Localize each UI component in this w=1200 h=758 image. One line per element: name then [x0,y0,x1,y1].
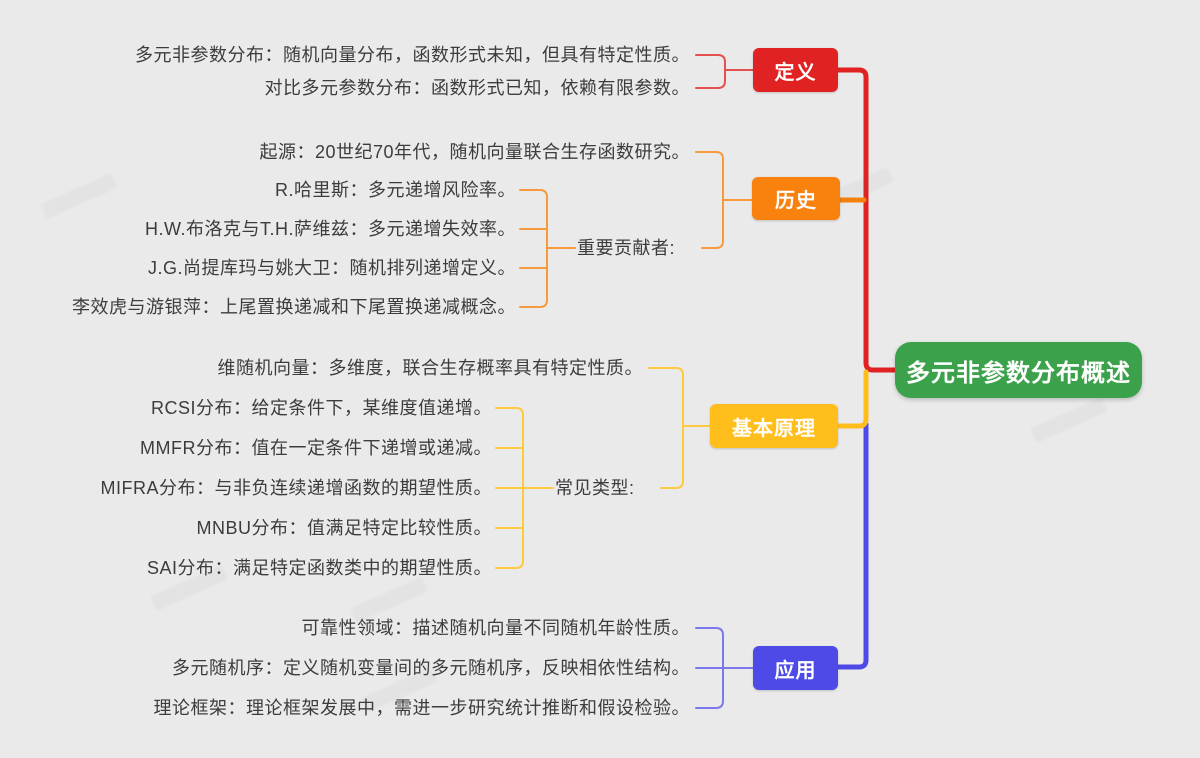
watermark [40,172,118,220]
leaf-contributor-3[interactable]: J.G.尚提库玛与姚大卫：随机排列递增定义。 [147,258,516,278]
leaf-type-mmfr[interactable]: MMFR分布：值在一定条件下递增或递减。 [140,438,492,458]
leaf-application-1[interactable]: 可靠性领域：描述随机向量不同随机年龄性质。 [301,618,690,638]
subtopic-contributors[interactable]: 重要贡献者: [577,238,676,258]
branch-node-history[interactable]: 历史 [752,177,840,220]
subtopic-common-types[interactable]: 常见类型: [555,478,635,498]
leaf-definition-1[interactable]: 多元非参数分布：随机向量分布，函数形式未知，但具有特定性质。 [135,45,690,65]
leaf-application-2[interactable]: 多元随机序：定义随机变量间的多元随机序，反映相依性结构。 [172,658,690,678]
trunk-application [835,421,869,670]
leaf-principles-1[interactable]: 维随机向量：多维度，联合生存概率具有特定性质。 [217,358,643,378]
branch-node-definition[interactable]: 定义 [753,48,838,92]
leaf-type-mifra[interactable]: MIFRA分布：与非负连续递增函数的期望性质。 [100,478,492,498]
wires-principles [495,367,711,569]
leaf-contributor-2[interactable]: H.W.布洛克与T.H.萨维兹：多元递增失效率。 [145,219,516,239]
branch-node-application[interactable]: 应用 [753,646,838,690]
wires-application [695,627,754,709]
central-topic[interactable]: 多元非参数分布概述 [895,342,1142,398]
trunk-principles [835,369,869,429]
trunk-definition [835,67,898,373]
leaf-definition-2[interactable]: 对比多元参数分布：函数形式已知，依赖有限参数。 [264,78,690,98]
leaf-type-mnbu[interactable]: MNBU分布：值满足特定比较性质。 [196,518,492,538]
wires-definition [695,54,754,89]
leaf-history-origin[interactable]: 起源：20世纪70年代，随机向量联合生存函数研究。 [259,142,690,162]
leaf-contributor-1[interactable]: R.哈里斯：多元递增风险率。 [275,180,516,200]
leaf-type-rcsi[interactable]: RCSI分布：给定条件下，某维度值递增。 [150,398,492,418]
watermark [1030,396,1108,444]
leaf-application-3[interactable]: 理论框架：理论框架发展中，需进一步研究统计推断和假设检验。 [153,698,690,718]
leaf-contributor-4[interactable]: 李效虎与游银萍：上尾置换递减和下尾置换递减概念。 [72,297,516,317]
leaf-type-sai[interactable]: SAI分布：满足特定函数类中的期望性质。 [146,558,492,578]
wires-history [519,151,753,308]
branch-node-principles[interactable]: 基本原理 [710,404,838,448]
